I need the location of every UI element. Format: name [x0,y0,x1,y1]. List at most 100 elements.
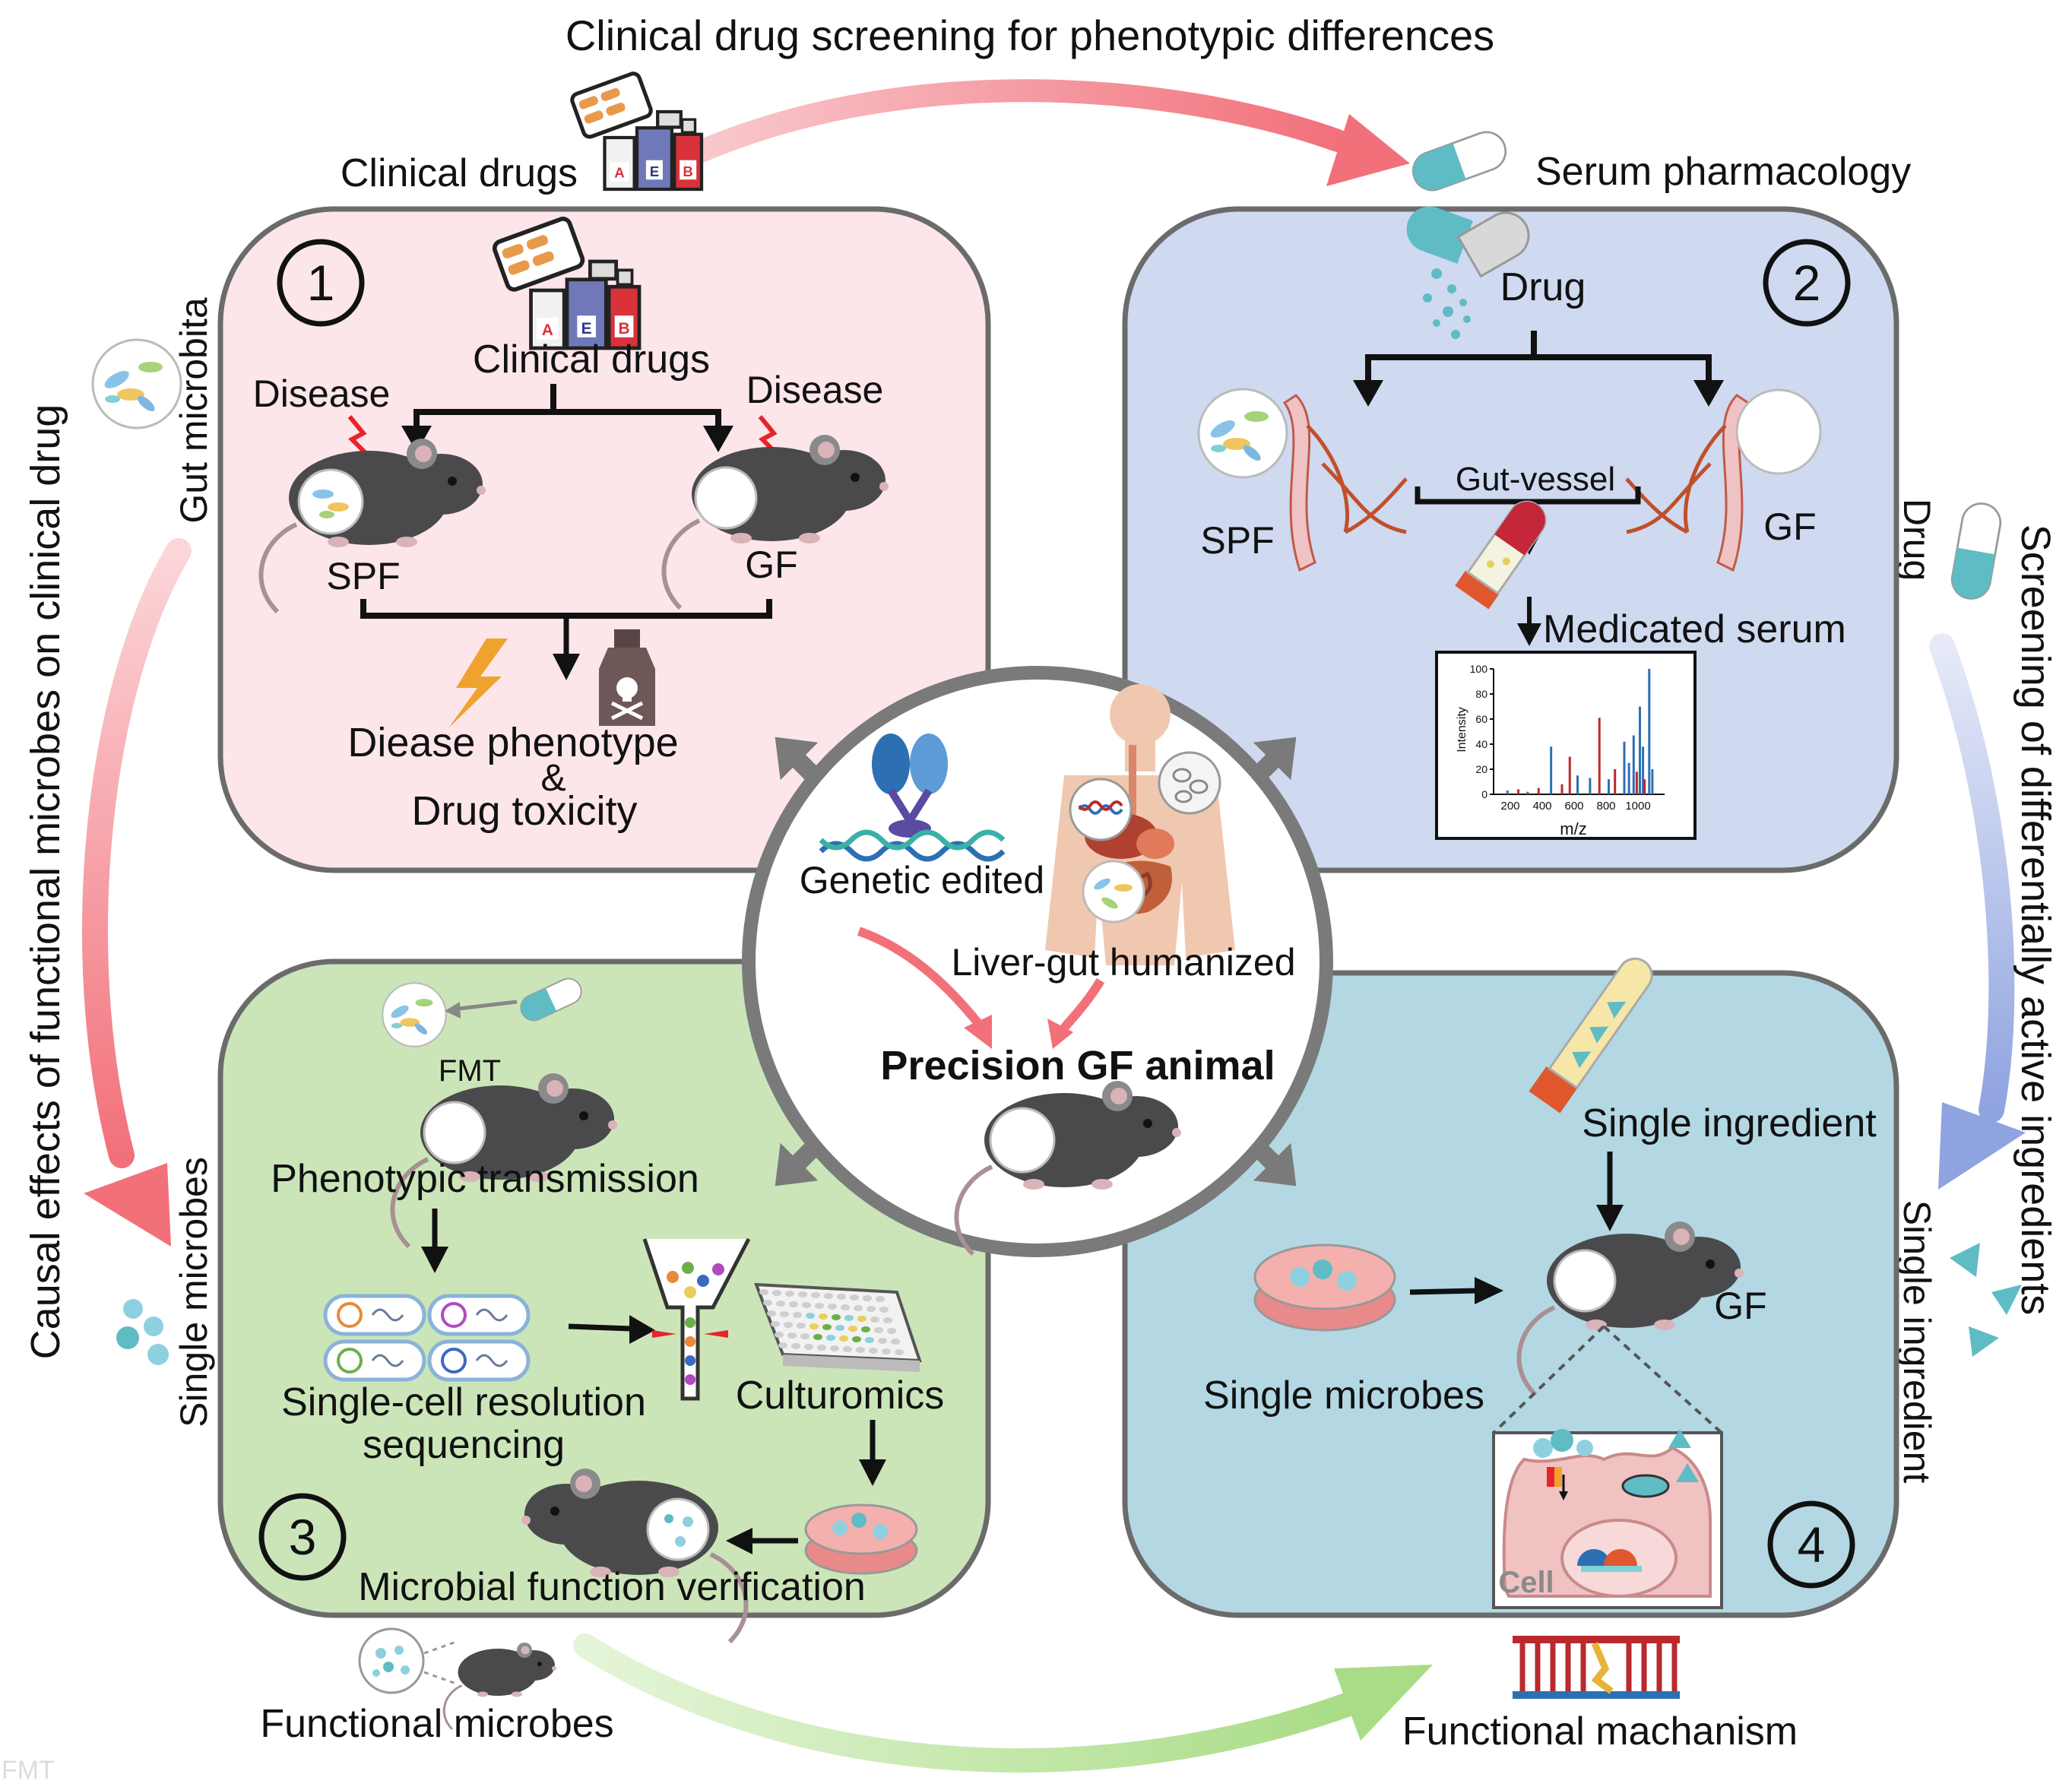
panel-2-drug-label: Drug [1500,265,1586,309]
drug-capsule-icon [1947,499,2005,603]
panel-3-verification-mouse-icon [521,1469,746,1642]
panel-4-petri-dish-icon [1253,1244,1396,1332]
panel-3-culturomics-label: Culturomics [736,1374,945,1418]
panel-2-number-circle [1763,239,1851,327]
plate-well [844,1315,854,1321]
top-left-drugs-label: Clinical drugs [341,151,578,195]
plate-well [819,1313,828,1320]
right-flow-arrow [1929,633,2026,1190]
plate-well [780,1311,789,1317]
panel-1-drugs-label: Clinical drugs [473,337,710,382]
plate-well [797,1323,806,1329]
plate-well [863,1295,872,1301]
gf-gut-vessel-icon [1625,394,1750,572]
ingredient-tube-icon [1529,957,1653,1114]
panel-2-spf-label: SPF [1200,519,1274,562]
plate-well [848,1326,857,1332]
panel-2-gf-circle-icon [1735,388,1822,475]
bottle-letter-e-1: E [581,320,592,337]
crispr-dna-icon [819,733,1006,862]
spectrum-frame [1435,651,1697,840]
panel-2: 2 Drug SPF GF Gut-vessel [1197,206,1851,840]
plate-well [776,1301,785,1307]
panel-1-result-line1: Diease phenotype [347,720,678,765]
plate-well [865,1337,874,1343]
panel-4-microbes-label: Single microbes [1203,1374,1484,1418]
plate-well [870,1316,879,1323]
gut-microbiota-icon [91,338,182,429]
plate-well [887,1328,896,1334]
plate-well [850,1294,859,1301]
plate-well [809,1323,819,1329]
phenotype-bolt-icon [448,638,508,728]
plate-well [839,1335,848,1342]
panel-3-fmt-mouse-icon [392,1073,617,1247]
corner-watermark: FMT [2,1756,55,1783]
plate-well [835,1325,844,1331]
panel-3: 3 FMT Phenotypic transmission [258,974,945,1642]
plate-well [778,1342,787,1348]
panel-1-number-circle [277,239,365,327]
spectrum-xtick: 400 [1532,800,1551,813]
plate-well [813,1334,822,1340]
spectrum-ytick: 0 [1481,788,1487,800]
panel-3-sequencing-line1: Single-cell resolution [281,1380,646,1424]
left-flow-top-label: Gut microbita [173,297,215,524]
spectrum-ylabel: Intensity [1456,707,1468,753]
spf-gut-vessel-icon [1282,394,1408,572]
plate-well [822,1324,832,1330]
plate-well [791,1343,800,1349]
plate-well [811,1292,820,1298]
panel-3-sequencing-line2: sequencing [363,1423,565,1467]
left-flow-arrow [81,538,192,1247]
plate-well [824,1293,833,1299]
spectrum-xtick: 800 [1596,800,1615,813]
center-title: Precision GF animal [880,1043,1275,1088]
panel-4-gf-mouse-icon [1519,1221,1744,1395]
plate-well [874,1327,883,1333]
panel-1-split-bracket [413,384,721,426]
panel-1-number: 1 [307,255,335,311]
petri-dish-icon [804,1503,918,1575]
plate-well [852,1336,861,1342]
right-flow-bottom-label: Single ingredient [1896,1200,1938,1484]
plate-well [817,1345,826,1351]
top-flow-title: Clinical drug screening for phenotypic d… [566,11,1494,59]
center-humanized-label: Liver-gut humanized [951,941,1295,984]
plate-well [767,1310,776,1316]
spectrum-ytick: 40 [1475,738,1487,750]
plate-well [763,1300,772,1306]
panel-4-number: 4 [1798,1516,1826,1573]
panel-3-transmission-label: Phenotypic transmission [271,1157,699,1201]
bottom-left-label: Functional microbes [260,1702,613,1746]
plate-well [828,1304,837,1310]
bottom-right-label: Functional machanism [1402,1709,1798,1754]
top-flow-arrow [688,79,1410,186]
panel-1: 1 Clinical drugs Disease Disease SPF GF [253,217,889,834]
plate-well [857,1316,867,1322]
panel-1-result-amp: & [540,756,566,799]
functional-microbes-circle-icon [358,1627,425,1694]
center-gf-mouse-icon [956,1081,1181,1254]
plate-well [856,1347,865,1353]
center-genetic-label: Genetic edited [800,859,1044,901]
panel-2-spf-microbiota-icon [1197,388,1288,479]
spectrum-ytick: 60 [1475,713,1487,725]
dna-ladder-icon [1513,1636,1680,1699]
panel-3-microbiota-icon [382,982,447,1047]
human-body-icon [1045,684,1235,965]
panel-2-serum-label: Medicated serum [1543,607,1846,651]
plate-well [759,1289,768,1295]
plate-well [869,1348,878,1354]
center-hub: Genetic edited Liver-gut humanized [742,666,1333,1257]
plate-well [784,1322,793,1328]
panel-2-number: 2 [1793,255,1821,311]
toxicity-bottle-icon [599,629,655,726]
plate-well [787,1332,797,1339]
spectrum-xtick: 600 [1564,800,1583,813]
plate-well [867,1306,876,1312]
bottle-letter-a-1: A [542,322,553,339]
spectrum-peaks [1506,669,1654,794]
